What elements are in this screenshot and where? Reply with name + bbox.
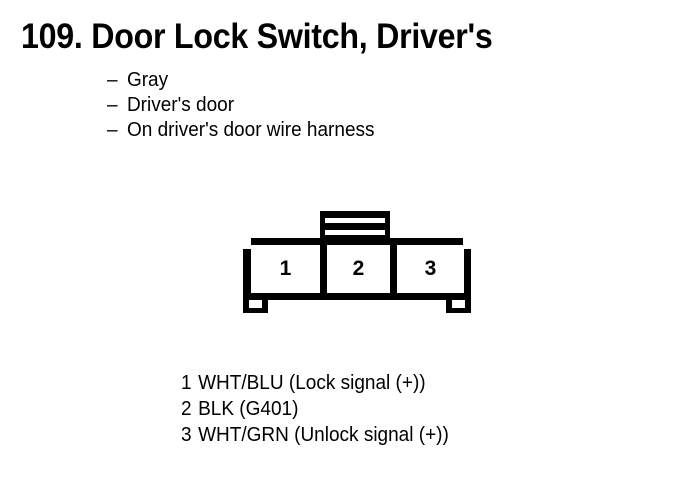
description-list: – Gray – Driver's door – On driver's doo… (107, 68, 627, 143)
connector-foot-right (446, 300, 471, 313)
pin-legend-list: 1 WHT/BLU (Lock signal (+)) 2 BLK (G401)… (181, 370, 661, 448)
connector-shoulder-notch-left (243, 238, 251, 249)
description-item-label: Driver's door (126, 94, 235, 116)
connector-foot-notch (249, 300, 262, 308)
description-item: – On driver's door wire harness (107, 118, 601, 143)
connector-foot-notch (452, 300, 465, 308)
pin-legend-number: 2 (181, 398, 192, 420)
connector-shoulder-notch-right (463, 238, 471, 249)
pin-legend-row: 2 BLK (G401) (181, 396, 637, 422)
cavity-number-label: 1 (279, 257, 292, 280)
connector-cavity-2: 2 (327, 245, 390, 293)
description-item: – Gray (107, 68, 601, 93)
connector-foot-left (243, 300, 268, 313)
description-item: – Driver's door (107, 93, 601, 118)
dash-bullet-icon: – (107, 94, 118, 116)
connector-body: 1 2 3 (243, 238, 471, 300)
pin-legend-number: 1 (181, 372, 192, 394)
dash-bullet-icon: – (107, 69, 118, 91)
connector-locking-tab-icon (320, 211, 390, 243)
description-item-label: On driver's door wire harness (126, 119, 375, 141)
locking-tab-slot (325, 230, 385, 235)
pin-legend-description: WHT/BLU (Lock signal (+)) (198, 372, 426, 394)
locking-tab-slot (325, 218, 385, 223)
description-item-label: Gray (126, 69, 169, 91)
pin-legend-row: 3 WHT/GRN (Unlock signal (+)) (181, 422, 637, 448)
connector-cavity-3: 3 (397, 245, 464, 293)
page-title: 109. Door Lock Switch, Driver's (21, 17, 493, 56)
pin-legend-number: 3 (181, 424, 192, 446)
pin-legend-description: WHT/GRN (Unlock signal (+)) (198, 424, 449, 446)
cavity-number-label: 2 (352, 257, 365, 280)
cavity-number-label: 3 (424, 257, 437, 280)
pin-legend-row: 1 WHT/BLU (Lock signal (+)) (181, 370, 637, 396)
dash-bullet-icon: – (107, 119, 118, 141)
connector-cavity-1: 1 (251, 245, 320, 293)
pin-legend-description: BLK (G401) (198, 398, 299, 420)
connector-diagram: 1 2 3 (243, 211, 471, 315)
